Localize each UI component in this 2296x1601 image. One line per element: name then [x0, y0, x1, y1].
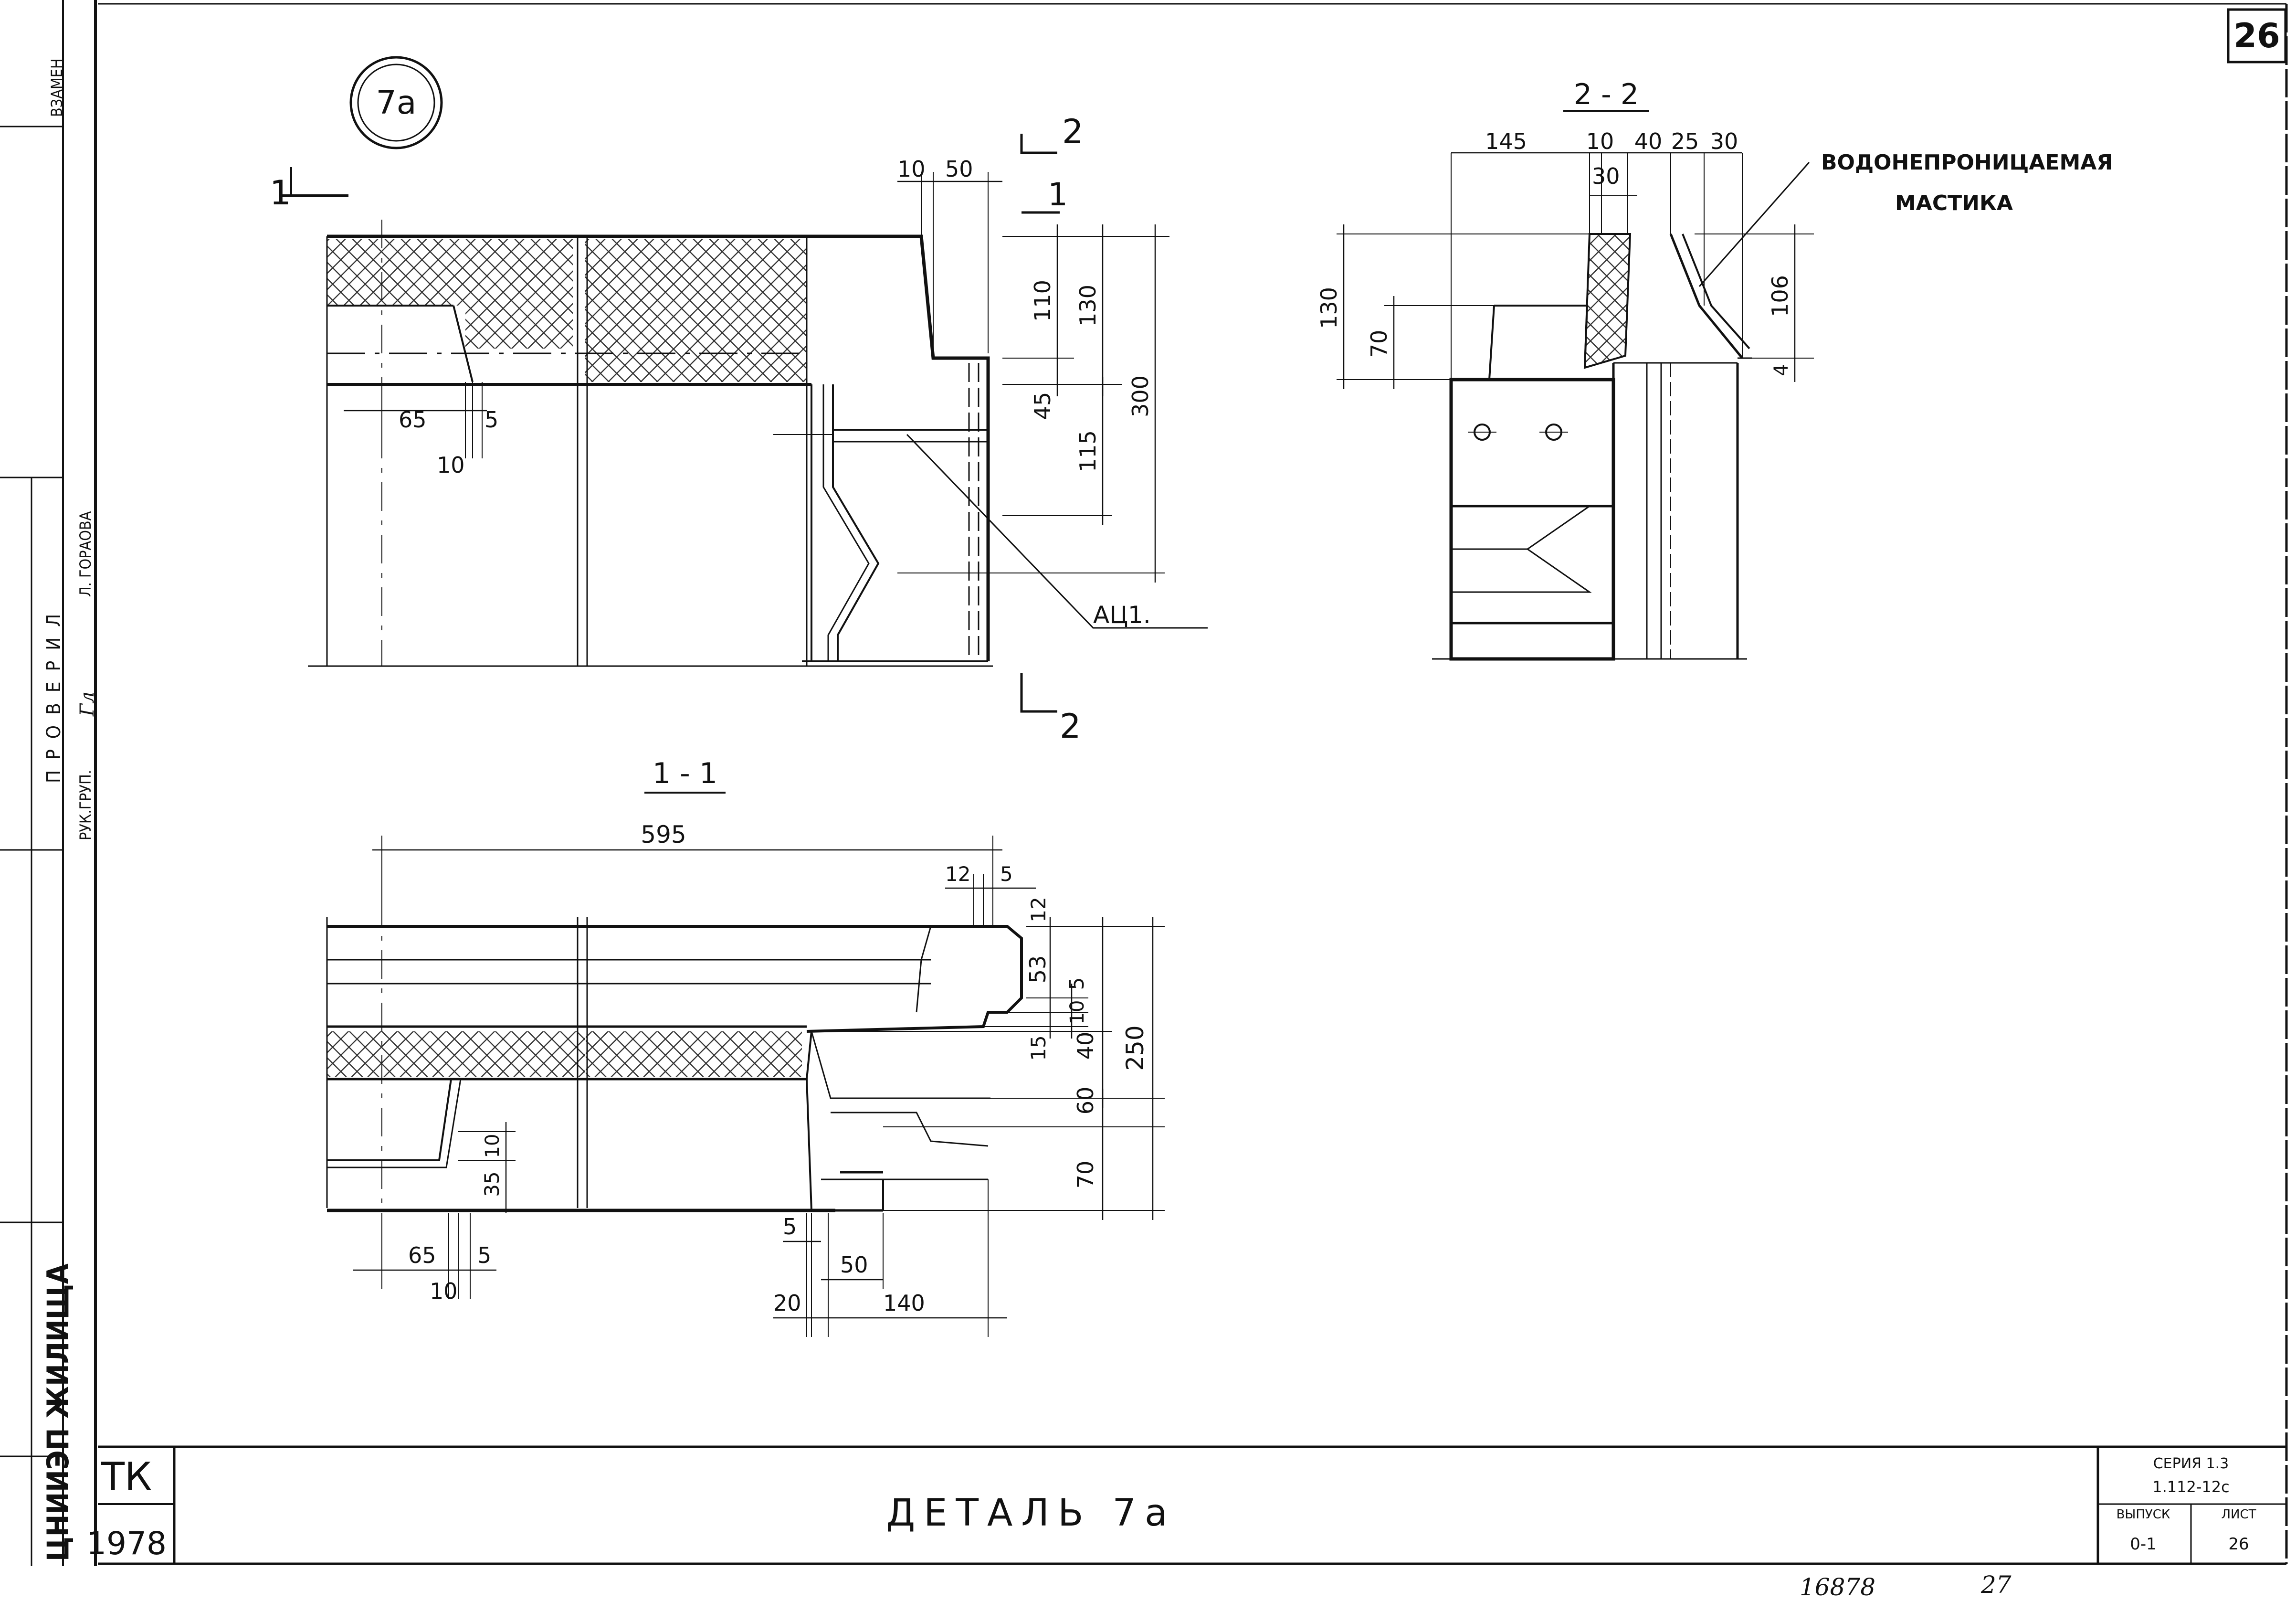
stamp-issue-label: ВЫПУСК [2117, 1507, 2170, 1522]
s11-dim-595: 595 [641, 821, 686, 848]
plan-dim-130: 130 [1075, 285, 1101, 327]
plan-dim-110: 110 [1030, 280, 1055, 322]
bottom-note-1: 16878 [1800, 1573, 1876, 1601]
s22-dim-30b: 30 [1592, 163, 1620, 189]
s11-dim-15: 15 [1027, 1035, 1050, 1060]
plan-dim-10: 10 [897, 156, 926, 182]
plan-view [282, 56, 1208, 713]
section-2-2 [1337, 110, 1814, 661]
plan-dim-5: 5 [484, 407, 498, 433]
page-number: 26 [2233, 16, 2280, 55]
s22-dim-10: 10 [1586, 128, 1614, 154]
title-detail: ДЕТАЛЬ 7a [886, 1492, 1176, 1535]
plan-section-mark-1: 1 [270, 173, 291, 212]
section-2-2-title: 2 - 2 [1574, 78, 1639, 111]
plan-section-mark-2-bottom: 2 [1060, 707, 1081, 746]
s11-dim-12v: 12 [1027, 897, 1050, 922]
stamp-series: СЕРИЯ 1.3 [2153, 1455, 2229, 1472]
plan-dim-10b: 10 [437, 452, 465, 478]
s11-dim-5: 5 [1000, 862, 1013, 886]
stamp-sheet: 26 [2228, 1535, 2249, 1554]
s11-dim-10b: 10 [430, 1278, 458, 1304]
detail-marker: 7a [376, 84, 417, 122]
plan-dim-45: 45 [1030, 392, 1055, 420]
s11-dim-50: 50 [840, 1252, 868, 1278]
s11-dim-5v: 5 [1065, 977, 1088, 990]
stamp-issue: 0-1 [2130, 1535, 2157, 1554]
stamp-code: 1.112-12с [2152, 1478, 2229, 1496]
sidebar-frame [0, 0, 97, 1566]
s11-dim-10s: 10 [482, 1134, 504, 1158]
plan-dim-300: 300 [1127, 375, 1153, 417]
s11-dim-40: 40 [1073, 1032, 1098, 1060]
s22-dim-70: 70 [1366, 330, 1392, 358]
plan-dim-65: 65 [399, 407, 427, 433]
s11-dim-35: 35 [480, 1171, 504, 1197]
s22-dim-4: 4 [1770, 364, 1792, 376]
s11-dim-53: 53 [1025, 955, 1051, 984]
s11-dim-5c: 5 [783, 1214, 797, 1240]
plan-dim-115: 115 [1075, 430, 1101, 472]
s22-dim-25: 25 [1671, 128, 1699, 154]
s11-dim-250: 250 [1121, 1025, 1149, 1071]
s22-dim-30: 30 [1710, 128, 1738, 154]
section-1-1-title: 1 - 1 [653, 757, 717, 790]
s22-dim-145: 145 [1485, 128, 1527, 154]
title-org-code: ТК [101, 1454, 152, 1499]
sheet-frame [98, 3, 2288, 1565]
s11-dim-12: 12 [945, 862, 970, 886]
s11-dim-65: 65 [408, 1242, 436, 1268]
plan-callout-ac1: АЦ1. [1093, 601, 1151, 629]
s11-dim-10v: 10 [1066, 1000, 1088, 1025]
s11-dim-70: 70 [1073, 1161, 1098, 1189]
plan-dim-50: 50 [945, 156, 973, 182]
section-1-1 [326, 792, 1165, 1337]
s11-dim-60: 60 [1073, 1087, 1098, 1115]
stamp-sheet-label: ЛИСТ [2221, 1507, 2256, 1522]
s11-dim-20: 20 [773, 1290, 801, 1316]
title-year: 1978 [86, 1525, 167, 1562]
plan-section-mark-2-top: 2 [1062, 112, 1084, 151]
s11-dim-140: 140 [883, 1290, 925, 1316]
s22-dim-40: 40 [1634, 128, 1663, 154]
s22-note-line2: МАСТИКА [1895, 191, 2013, 215]
s22-dim-130: 130 [1316, 287, 1342, 329]
plan-section-mark-1-right: 1 [1048, 176, 1068, 213]
s11-dim-5b: 5 [477, 1242, 491, 1268]
bottom-note-2: 27 [1981, 1571, 2012, 1599]
s22-note-line1: ВОДОНЕПРОНИЦАЕМАЯ [1821, 150, 2113, 175]
s22-dim-106: 106 [1767, 275, 1793, 317]
